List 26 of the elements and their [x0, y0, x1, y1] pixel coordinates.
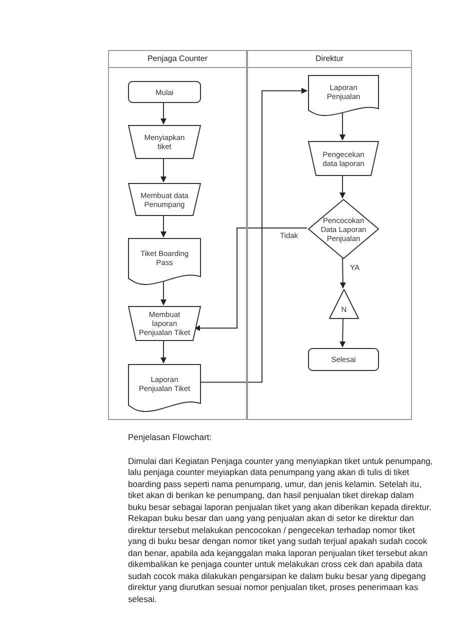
document-shape [128, 238, 201, 285]
arrow [340, 174, 346, 198]
manual-operation-trapezoid [128, 306, 201, 341]
manual-operation-trapezoid [128, 125, 201, 159]
manual-operation-trapezoid [128, 183, 201, 216]
document-shape [128, 364, 201, 412]
arrow [160, 102, 166, 124]
arrow [340, 258, 346, 288]
swimlane [247, 50, 412, 420]
arrow [194, 228, 308, 332]
arrow [160, 214, 166, 238]
arrow [160, 158, 166, 182]
paragraph: Dimulai dari Kegiatan Penjaga counter yang menyiapkan tiket untuk penumpang, lalu penjaga counter meyiapkan data penumpang yang akan di tulis di tiket boarding pass seperti nama penumpang, umur, dan jenis kelamin. Setelah itu, tiket akan di berikan ke penumpang, dan hasil penjualan tiket direkap dalam buku besar sebagai laporan penjualan tiket yang akan diberikan kepada direktur. Rekapan buku besar dan uang yang penjualan akan di setor ke direktur dan direktur tersebut melakukan pencocokan / pengecekan terhadap nomor tiket yang di buku besar dengan nomor tiket yang sudah terjual apakah sudah cocok dan benar, apabila ada kejanggalan maka laporan penjualan tiket tersebut akan dikembalikan ke penjaga counter untuk melakukan cross cek dan apabila data sudah cocok maka dilakukan pengarsipan ke dalam buku besar yang dipegang direktur yang diurutkan sesuai nomor penjualan tiket, proses penerimaan kas selesai. [128, 456, 434, 605]
swimlane [108, 50, 247, 420]
terminal-box [308, 348, 379, 371]
arrow [200, 88, 308, 383]
lane-header: Penjaga Counter [146, 53, 209, 65]
arrow [340, 318, 346, 348]
lane-header: Direktur [314, 53, 344, 65]
decision-diamond [308, 199, 379, 259]
manual-operation-trapezoid [308, 141, 379, 176]
terminal-box [128, 81, 201, 103]
arrow [160, 340, 166, 364]
section-heading: Penjelasan Flowchart: [128, 432, 213, 444]
merge-triangle [329, 289, 359, 319]
document-shape [308, 75, 379, 116]
